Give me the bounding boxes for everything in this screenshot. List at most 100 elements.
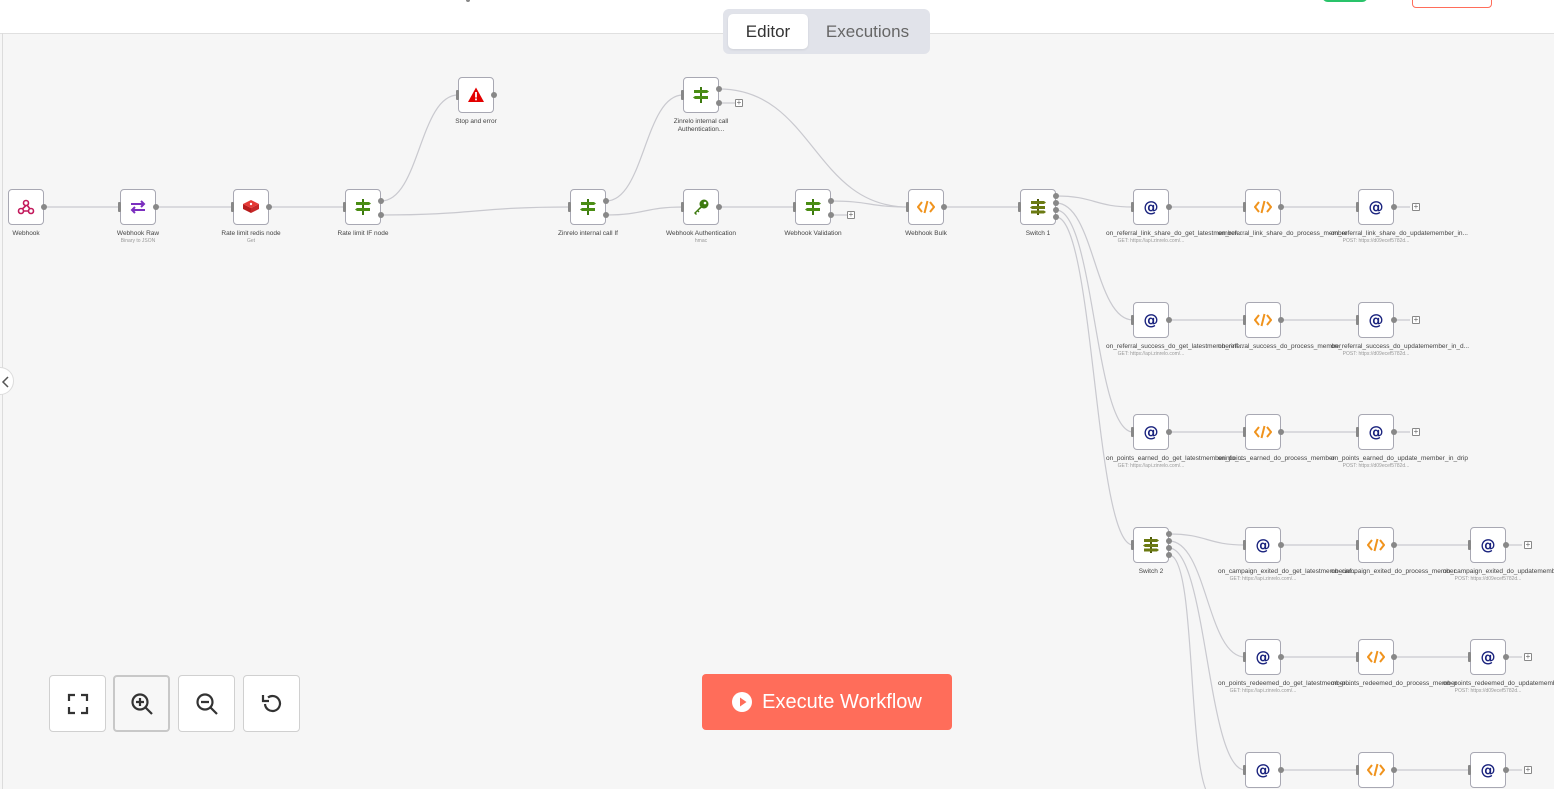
workflow-node-webhook-auth[interactable] [683, 189, 719, 225]
output-port[interactable] [1053, 200, 1059, 206]
workflow-node-s2a[interactable]: @ [1245, 639, 1281, 675]
workflow-node-r2c[interactable]: @ [1358, 302, 1394, 338]
fit-view-button[interactable] [49, 675, 106, 732]
workflow-node-s3c[interactable]: @ [1470, 752, 1506, 788]
output-port-false[interactable] [603, 212, 609, 218]
input-port[interactable] [1468, 765, 1471, 775]
input-port[interactable] [1356, 540, 1359, 550]
output-port-false[interactable] [716, 100, 722, 106]
output-port[interactable] [1166, 317, 1172, 323]
workflow-node-r2b[interactable] [1245, 302, 1281, 338]
zoom-in-button[interactable] [113, 675, 170, 732]
output-port[interactable] [941, 204, 947, 210]
workflow-node-webhook[interactable] [8, 189, 44, 225]
workflow-node-r1b[interactable] [1245, 189, 1281, 225]
output-port[interactable] [1278, 429, 1284, 435]
output-port[interactable] [1278, 204, 1284, 210]
input-port[interactable] [1356, 427, 1359, 437]
output-port[interactable] [1391, 542, 1397, 548]
output-port[interactable] [1278, 542, 1284, 548]
workflow-node-switch1[interactable] [1020, 189, 1056, 225]
workflow-node-r1c[interactable]: @ [1358, 189, 1394, 225]
workflow-node-s1c[interactable]: @ [1470, 527, 1506, 563]
input-port[interactable] [343, 202, 346, 212]
add-node-button[interactable]: + [1412, 315, 1420, 324]
workflow-node-zinrelo-if[interactable] [570, 189, 606, 225]
input-port[interactable] [1243, 202, 1246, 212]
add-node-button[interactable]: + [1524, 540, 1532, 549]
input-port[interactable] [1356, 765, 1359, 775]
input-port[interactable] [231, 202, 234, 212]
workflow-node-r3c[interactable]: @ [1358, 414, 1394, 450]
workflow-node-r3b[interactable] [1245, 414, 1281, 450]
workflow-node-s3a[interactable]: @ [1245, 752, 1281, 788]
output-port[interactable] [1391, 654, 1397, 660]
output-port-true[interactable] [603, 198, 609, 204]
input-port[interactable] [1468, 652, 1471, 662]
output-port[interactable] [1503, 542, 1509, 548]
save-button-edge[interactable] [1412, 0, 1492, 8]
input-port[interactable] [1243, 315, 1246, 325]
output-port[interactable] [41, 204, 47, 210]
input-port[interactable] [1243, 427, 1246, 437]
output-port[interactable] [1503, 767, 1509, 773]
output-port-true[interactable] [378, 198, 384, 204]
input-port[interactable] [1356, 315, 1359, 325]
input-port[interactable] [681, 90, 684, 100]
output-port-true[interactable] [716, 86, 722, 92]
workflow-node-webhook-raw[interactable] [120, 189, 156, 225]
add-node-button[interactable]: + [1524, 652, 1532, 661]
input-port[interactable] [456, 90, 459, 100]
workflow-node-r1a[interactable]: @ [1133, 189, 1169, 225]
add-node-button[interactable]: + [847, 210, 855, 219]
workflow-node-webhook-bulk[interactable] [908, 189, 944, 225]
reset-zoom-button[interactable] [243, 675, 300, 732]
input-port[interactable] [1131, 427, 1134, 437]
workflow-node-s1b[interactable] [1358, 527, 1394, 563]
output-port[interactable] [1503, 654, 1509, 660]
output-port[interactable] [1053, 214, 1059, 220]
output-port-false[interactable] [828, 212, 834, 218]
input-port[interactable] [1356, 202, 1359, 212]
output-port-false[interactable] [378, 212, 384, 218]
input-port[interactable] [906, 202, 909, 212]
input-port[interactable] [1131, 202, 1134, 212]
output-port[interactable] [1391, 767, 1397, 773]
input-port[interactable] [1018, 202, 1021, 212]
output-port[interactable] [1166, 538, 1172, 544]
workflow-node-s2b[interactable] [1358, 639, 1394, 675]
output-port[interactable] [716, 204, 722, 210]
workflow-node-s2c[interactable]: @ [1470, 639, 1506, 675]
workflow-node-r2a[interactable]: @ [1133, 302, 1169, 338]
input-port[interactable] [1468, 540, 1471, 550]
output-port[interactable] [1166, 531, 1172, 537]
workflow-node-r3a[interactable]: @ [1133, 414, 1169, 450]
add-node-button[interactable]: + [1524, 765, 1532, 774]
workflow-node-webhook-validation[interactable] [795, 189, 831, 225]
active-toggle[interactable] [1322, 0, 1368, 2]
input-port[interactable] [1243, 540, 1246, 550]
output-port[interactable] [1278, 654, 1284, 660]
tab-editor[interactable]: Editor [728, 14, 808, 49]
output-port[interactable] [153, 204, 159, 210]
workflow-node-s1a[interactable]: @ [1245, 527, 1281, 563]
output-port[interactable] [1166, 545, 1172, 551]
output-port[interactable] [1391, 204, 1397, 210]
input-port[interactable] [1243, 652, 1246, 662]
add-node-button[interactable]: + [735, 98, 743, 107]
input-port[interactable] [681, 202, 684, 212]
output-port[interactable] [1053, 207, 1059, 213]
output-port-true[interactable] [828, 198, 834, 204]
input-port[interactable] [1131, 315, 1134, 325]
output-port[interactable] [491, 92, 497, 98]
input-port[interactable] [793, 202, 796, 212]
add-node-button[interactable]: + [1412, 202, 1420, 211]
output-port[interactable] [266, 204, 272, 210]
input-port[interactable] [118, 202, 121, 212]
sidebar-collapse-button[interactable] [0, 367, 14, 395]
output-port[interactable] [1166, 429, 1172, 435]
workflow-node-rate-limit-if[interactable] [345, 189, 381, 225]
output-port[interactable] [1278, 767, 1284, 773]
workflow-node-rate-limit-redis[interactable] [233, 189, 269, 225]
